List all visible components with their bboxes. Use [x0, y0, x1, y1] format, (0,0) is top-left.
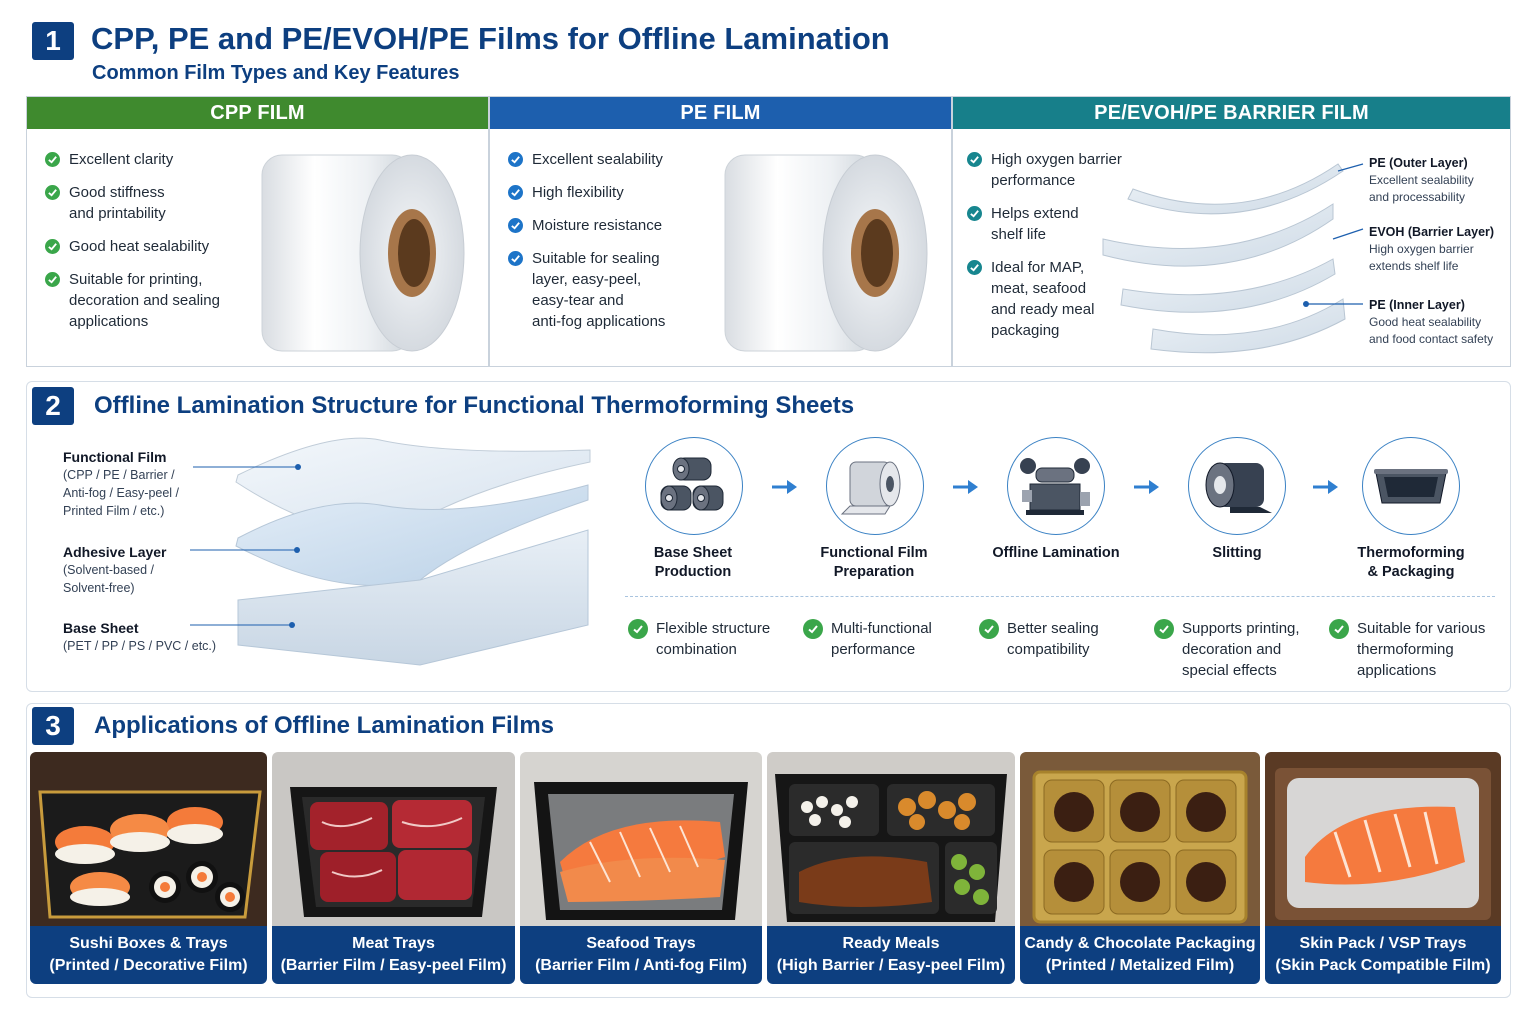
feature-item: Good stiffness and printability [45, 182, 245, 224]
cpp-film-heading: CPP FILM [27, 97, 488, 129]
app-card-candy: Candy & Chocolate Packaging(Printed / Me… [1020, 752, 1260, 984]
app-caption: Skin Pack / VSP Trays(Skin Pack Compatib… [1265, 926, 1501, 984]
feature-item: Suitable for printing, decoration and se… [45, 269, 245, 332]
layer-note-barrier: EVOH (Barrier Layer)High oxygen barrier … [1369, 225, 1495, 273]
feature-item: High oxygen barrier performance [967, 149, 1137, 191]
arrow-right-icon [1313, 479, 1339, 495]
check-icon [508, 152, 523, 167]
check-icon [628, 619, 648, 639]
page-title: CPP, PE and PE/EVOH/PE Films for Offline… [91, 21, 890, 56]
app-card-ready-meals: Ready Meals(High Barrier / Easy-peel Fil… [767, 752, 1015, 984]
arrow-right-icon [1134, 479, 1160, 495]
barrier-film-heading: PE/EVOH/PE BARRIER FILM [953, 97, 1510, 129]
feature-item: Moisture resistance [508, 215, 708, 236]
app-card-skin-pack: Skin Pack / VSP Trays(Skin Pack Compatib… [1265, 752, 1501, 984]
app-caption: Meat Trays(Barrier Film / Easy-peel Film… [272, 926, 515, 984]
sushi-tray-image [30, 752, 267, 926]
feature-item: Good heat sealability [45, 236, 245, 257]
divider [625, 596, 1495, 597]
feature-item: Suitable for sealing layer, easy-peel, e… [508, 248, 708, 332]
benefit-item: Better sealing compatibility [979, 618, 1149, 660]
app-caption: Ready Meals(High Barrier / Easy-peel Fil… [767, 926, 1015, 984]
step-functional-film [826, 437, 924, 535]
section-2-title: Offline Lamination Structure for Functio… [94, 392, 855, 419]
check-icon [979, 619, 999, 639]
pe-film-heading: PE FILM [490, 97, 951, 129]
arrow-right-icon [772, 479, 798, 495]
cpp-film-panel: CPP FILM Excellent clarity Good stiffnes… [26, 96, 489, 367]
skin-pack-image [1265, 752, 1501, 926]
rolls-icon [660, 457, 724, 511]
benefit-item: Suitable for various thermoforming appli… [1329, 618, 1507, 681]
check-icon [803, 619, 823, 639]
layer-note-outer: PE (Outer Layer)Excellent sealability an… [1369, 156, 1474, 204]
pe-film-roll-image [724, 154, 928, 352]
check-icon [1329, 619, 1349, 639]
check-icon [967, 206, 982, 221]
app-caption: Candy & Chocolate Packaging(Printed / Me… [1020, 926, 1260, 984]
tray-icon [1374, 469, 1448, 504]
step-thermoforming [1362, 437, 1460, 535]
app-card-seafood: Seafood Trays(Barrier Film / Anti-fog Fi… [520, 752, 762, 984]
lam-label-base: Base Sheet(PET / PP / PS / PVC / etc.) [63, 620, 217, 653]
check-icon [508, 251, 523, 266]
section-2-number: 2 [32, 387, 74, 425]
feature-item: Helps extend shelf life [967, 203, 1137, 245]
meat-tray-image [272, 752, 515, 926]
check-icon [45, 152, 60, 167]
step-label: Base Sheet Production [653, 545, 733, 580]
step-base-sheet [645, 437, 743, 535]
app-caption: Sushi Boxes & Trays(Printed / Decorative… [30, 926, 267, 984]
benefit-item: Supports printing, decoration and specia… [1154, 618, 1329, 681]
app-card-meat: Meat Trays(Barrier Film / Easy-peel Film… [272, 752, 515, 984]
step-label: Thermoforming & Packaging [1357, 545, 1465, 580]
check-icon [508, 185, 523, 200]
cpp-film-roll-image [261, 154, 465, 352]
benefit-item: Flexible structure combination [628, 618, 798, 660]
pe-feature-list: Excellent sealability High flexibility M… [508, 149, 708, 344]
barrier-film-panel: PE/EVOH/PE BARRIER FILM High oxygen barr… [952, 96, 1511, 367]
lamination-structure-image [190, 437, 591, 666]
pe-film-panel: PE FILM Excellent sealability High flexi… [489, 96, 952, 367]
page-subtitle: Common Film Types and Key Features [92, 62, 460, 84]
benefit-item: Multi-functional performance [803, 618, 973, 660]
feature-item: Excellent sealability [508, 149, 708, 170]
check-icon [967, 152, 982, 167]
section-1-number: 1 [32, 22, 74, 60]
section-3-number: 3 [32, 707, 74, 745]
candy-tray-image [1020, 752, 1260, 926]
barrier-feature-list: High oxygen barrier performance Helps ex… [967, 149, 1137, 353]
step-label: Functional Film Preparation [820, 545, 928, 580]
seafood-tray-image [520, 752, 762, 926]
check-icon [1154, 619, 1174, 639]
barrier-layers-image [1102, 163, 1364, 354]
arrow-right-icon [953, 479, 979, 495]
check-icon [45, 239, 60, 254]
app-caption: Seafood Trays(Barrier Film / Anti-fog Fi… [520, 926, 762, 984]
step-label: Offline Lamination [992, 545, 1120, 561]
lam-label-functional: Functional Film(CPP / PE / Barrier / Ant… [63, 449, 180, 518]
check-icon [45, 272, 60, 287]
check-icon [508, 218, 523, 233]
section-3-title: Applications of Offline Lamination Films [94, 712, 555, 739]
check-icon [967, 260, 982, 275]
step-offline-lamination [1007, 437, 1105, 535]
step-label: Slitting [1212, 545, 1262, 561]
cpp-feature-list: Excellent clarity Good stiffness and pri… [45, 149, 245, 344]
layer-note-inner: PE (Inner Layer)Good heat sealability an… [1369, 298, 1494, 346]
ready-meal-tray-image [767, 752, 1015, 926]
film-roll-icon [840, 461, 901, 515]
feature-item: High flexibility [508, 182, 708, 203]
feature-item: Excellent clarity [45, 149, 245, 170]
step-slitting [1188, 437, 1286, 535]
feature-item: Ideal for MAP, meat, seafood and ready m… [967, 257, 1137, 341]
app-card-sushi: Sushi Boxes & Trays(Printed / Decorative… [30, 752, 267, 984]
slit-roll-icon [1205, 462, 1272, 513]
check-icon [45, 185, 60, 200]
lam-label-adhesive: Adhesive Layer(Solvent-based / Solvent-f… [63, 544, 167, 595]
laminator-icon [1020, 458, 1090, 515]
